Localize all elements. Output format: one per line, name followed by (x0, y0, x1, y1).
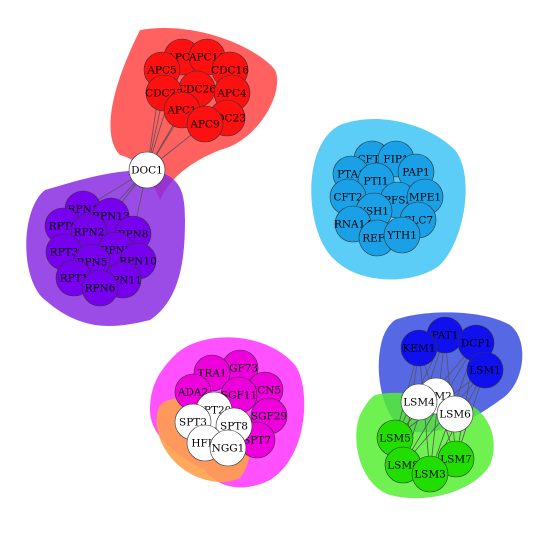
node-rpn6[interactable]: RPN6 (81, 269, 119, 307)
node-label: SGF73 (222, 363, 258, 375)
node-label: APC9 (189, 119, 219, 131)
node-label: LSM1 (469, 365, 501, 377)
node-label: NGG1 (212, 443, 245, 455)
node-label: MPE1 (409, 192, 441, 204)
node-yth1[interactable]: YTH1 (383, 216, 421, 254)
node-circle (466, 351, 504, 389)
node-sgf73[interactable]: SGF73 (221, 349, 259, 387)
node-label: LSM3 (414, 469, 446, 481)
node-label: CDC16 (211, 65, 249, 77)
node-circle (128, 151, 166, 189)
node-label: RPN2 (74, 227, 105, 239)
node-label: LSM6 (439, 409, 471, 421)
node-label: PFS2 (384, 195, 412, 207)
node-apc9[interactable]: APC9 (186, 105, 224, 143)
node-circle (400, 383, 438, 421)
node-label: PTA1 (337, 169, 365, 181)
node-circle (400, 329, 438, 367)
node-kem1[interactable]: KEM1 (400, 329, 438, 367)
node-label: CDC26 (178, 84, 216, 96)
node-label: APC1 (166, 105, 196, 117)
node-label: PTI1 (364, 176, 389, 188)
node-label: SPT7 (243, 435, 271, 447)
node-label: CFT2 (333, 192, 362, 204)
node-label: YTH1 (386, 230, 417, 242)
node-label: SGF11 (221, 390, 257, 402)
node-label: TRA1 (197, 368, 226, 380)
node-circle (81, 269, 119, 307)
node-lsm4[interactable]: LSM4 (400, 383, 438, 421)
node-label: RPT3 (50, 247, 79, 259)
node-circle (436, 395, 474, 433)
node-label: RPT6 (49, 221, 78, 233)
node-circle (411, 455, 449, 493)
node-label: LSM8 (387, 460, 419, 472)
node-label: DOC1 (131, 165, 163, 177)
node-label: RPT1 (60, 273, 89, 285)
node-label: RPN6 (85, 283, 116, 295)
node-label: PAT1 (432, 330, 459, 342)
node-doc1[interactable]: DOC1 (128, 151, 166, 189)
node-label: SGF29 (251, 411, 287, 423)
node-lsm1[interactable]: LSM1 (466, 351, 504, 389)
node-label: LSM4 (403, 397, 435, 409)
node-label: APC5 (146, 65, 176, 77)
node-label: KEM1 (403, 343, 436, 355)
node-label: ADA2 (177, 387, 208, 399)
node-circle (209, 429, 247, 467)
node-circle (383, 216, 421, 254)
node-label: APC4 (216, 88, 247, 100)
node-lsm3[interactable]: LSM3 (411, 455, 449, 493)
node-label: LSM5 (379, 433, 411, 445)
node-label: LSM7 (440, 454, 472, 466)
node-label: PAP1 (402, 167, 429, 179)
node-label: DCP1 (461, 338, 491, 350)
node-label: SPT8 (220, 421, 248, 433)
node-ngg1[interactable]: NGG1 (209, 429, 247, 467)
node-circle (186, 105, 224, 143)
node-lsm6[interactable]: LSM6 (436, 395, 474, 433)
